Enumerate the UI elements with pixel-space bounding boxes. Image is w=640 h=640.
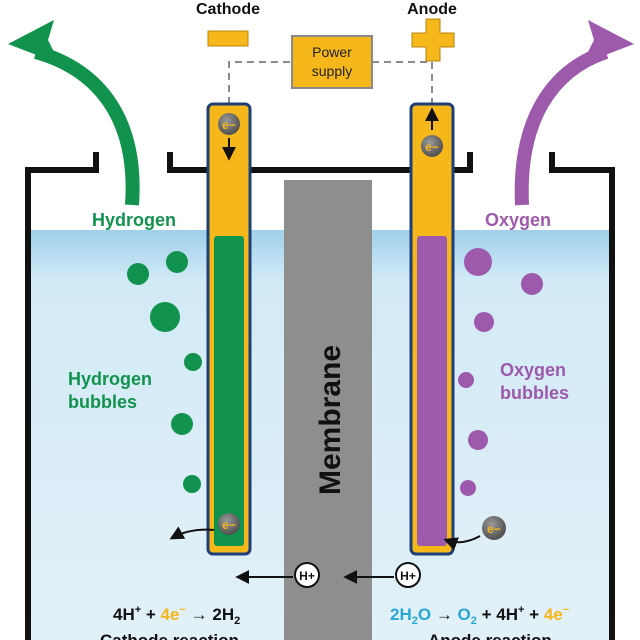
- electron-anode-bottom: e−: [443, 516, 506, 551]
- hydrogen-bubbles-label-1: Hydrogen: [68, 369, 152, 389]
- power-supply-label-1: Power: [312, 44, 352, 60]
- electron-cathode-bottom: e−: [169, 513, 240, 540]
- svg-text:e−: e−: [222, 518, 236, 532]
- anode-reaction-label: Anode reaction: [428, 631, 552, 640]
- cathode-reaction-label: Cathode reaction: [100, 631, 239, 640]
- minus-icon: [207, 30, 249, 47]
- oxygen-outflow-arrow: [514, 45, 609, 206]
- svg-text:e−: e−: [222, 118, 236, 132]
- anode-label: Anode: [407, 1, 457, 18]
- cathode-label: Cathode: [196, 1, 260, 18]
- hydrogen-bubbles: [127, 251, 202, 493]
- hydrogen-label: Hydrogen: [92, 210, 176, 230]
- proton-ion-right: H+: [343, 562, 421, 588]
- hydrogen-arrowhead-icon: [8, 20, 60, 64]
- oxygen-bubbles-label-1: Oxygen: [500, 360, 566, 380]
- proton-ion-left: H+: [235, 562, 320, 588]
- tank-wall: [25, 152, 615, 640]
- svg-text:H+: H+: [299, 569, 315, 583]
- anode-equation: 2H2O → O2 + 4H+ + 4e−: [390, 604, 569, 627]
- cathode-equation: 4H+ + 4e− → 2H2: [113, 604, 240, 627]
- oxygen-arrowhead-icon: [582, 20, 634, 64]
- electron-cathode-top: e−: [218, 113, 240, 161]
- electron-anode-top: e−: [421, 107, 443, 157]
- svg-text:H+: H+: [400, 569, 416, 583]
- oxygen-label: Oxygen: [485, 210, 551, 230]
- cathode-coating: [214, 236, 244, 546]
- oxygen-bubbles: [458, 248, 543, 496]
- power-wire: [228, 61, 433, 104]
- plus-icon: [411, 18, 455, 62]
- oxygen-bubbles-label-2: bubbles: [500, 383, 569, 403]
- anode-coating: [417, 236, 447, 546]
- power-supply: [291, 35, 373, 89]
- membrane-label: Membrane: [314, 345, 347, 495]
- power-supply-label-2: supply: [312, 63, 352, 79]
- membrane: [284, 180, 372, 640]
- svg-text:e−: e−: [425, 140, 439, 154]
- hydrogen-bubbles-label-2: bubbles: [68, 392, 137, 412]
- svg-text:e−: e−: [487, 522, 501, 536]
- hydrogen-outflow-arrow: [34, 45, 140, 206]
